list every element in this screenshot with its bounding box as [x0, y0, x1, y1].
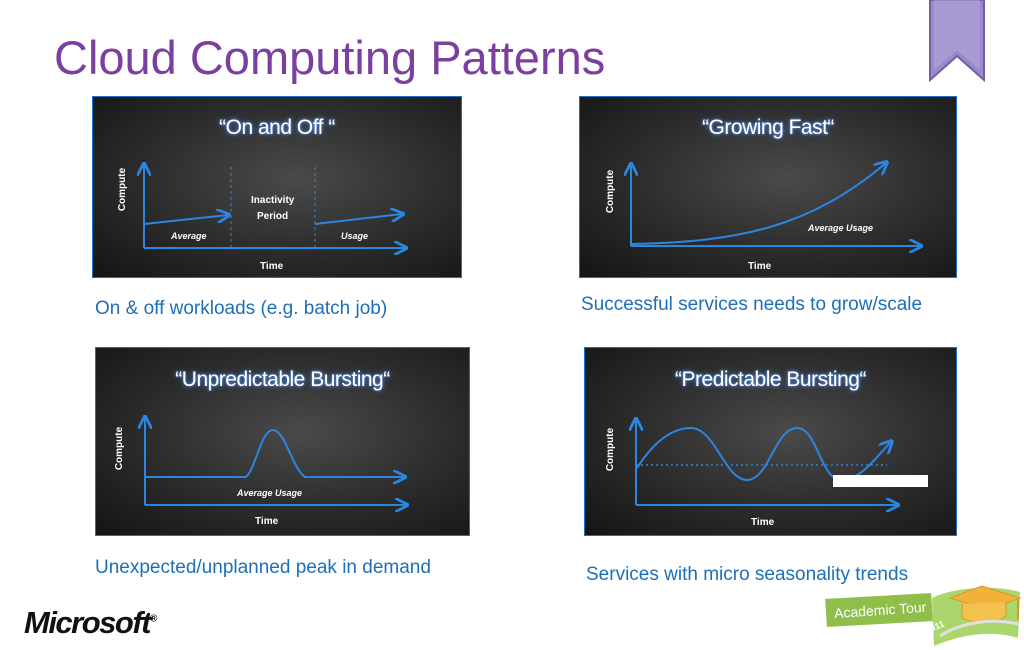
burst-curve — [145, 428, 404, 477]
y-axis-label: Compute — [117, 167, 129, 212]
growing-fast-chart-graphic — [580, 97, 956, 277]
bookmark-ribbon-icon — [929, 0, 985, 83]
caption-predictable-bursting: Services with micro seasonality trends — [586, 564, 909, 585]
unpredictable-bursting-chart-graphic — [96, 348, 469, 535]
microsoft-logo-text: Microsoft — [24, 605, 152, 640]
average-usage-label: Average Usage — [808, 223, 874, 233]
y-axis-label: Compute — [114, 426, 126, 471]
caption-on-and-off: On & off workloads (e.g. batch job) — [95, 298, 388, 319]
usage-line-start — [143, 215, 228, 225]
x-axis-label: Time — [260, 261, 284, 272]
white-overlay-box — [833, 475, 928, 487]
panel-title: “Predictable Bursting“ — [675, 368, 866, 391]
seasonal-wave — [636, 426, 891, 482]
growth-curve — [630, 163, 886, 245]
caption-unpredictable-bursting: Unexpected/unplanned peak in demand — [95, 557, 431, 578]
chart-growing-fast: “Growing Fast“ Average Usage Time Comput… — [579, 96, 957, 278]
slide-title: Cloud Computing Patterns — [54, 31, 606, 84]
average-label: Average — [171, 231, 207, 241]
usage-label: Usage — [341, 231, 369, 241]
period-label: Period — [257, 211, 289, 222]
chart-predictable-bursting: “Predictable Bursting“ Time Compute — [584, 347, 957, 536]
inactivity-label: Inactivity — [251, 195, 295, 206]
panel-title: “Unpredictable Bursting“ — [175, 368, 390, 391]
average-usage-label: Average Usage — [237, 488, 303, 498]
y-axis-label: Compute — [605, 169, 617, 214]
predictable-bursting-chart-graphic — [585, 348, 928, 535]
chart-unpredictable-bursting: “Unpredictable Bursting“ Average Usage T… — [95, 347, 470, 536]
x-axis-label: Time — [751, 517, 775, 528]
x-axis-label: Time — [255, 516, 279, 527]
panel-title: “On and Off “ — [219, 116, 335, 139]
microsoft-logo: Microsoft® — [24, 605, 158, 640]
on-off-chart-graphic — [93, 97, 461, 277]
y-axis-label: Compute — [605, 427, 617, 472]
panel-title: “Growing Fast“ — [702, 116, 834, 139]
chart-on-and-off: “On and Off “ Inactivity Period Average … — [92, 96, 462, 278]
x-axis-label: Time — [748, 261, 772, 272]
academic-tour-badge-icon — [822, 585, 1022, 646]
usage-line-end — [314, 214, 402, 225]
caption-growing-fast: Successful services needs to grow/scale — [581, 294, 923, 315]
